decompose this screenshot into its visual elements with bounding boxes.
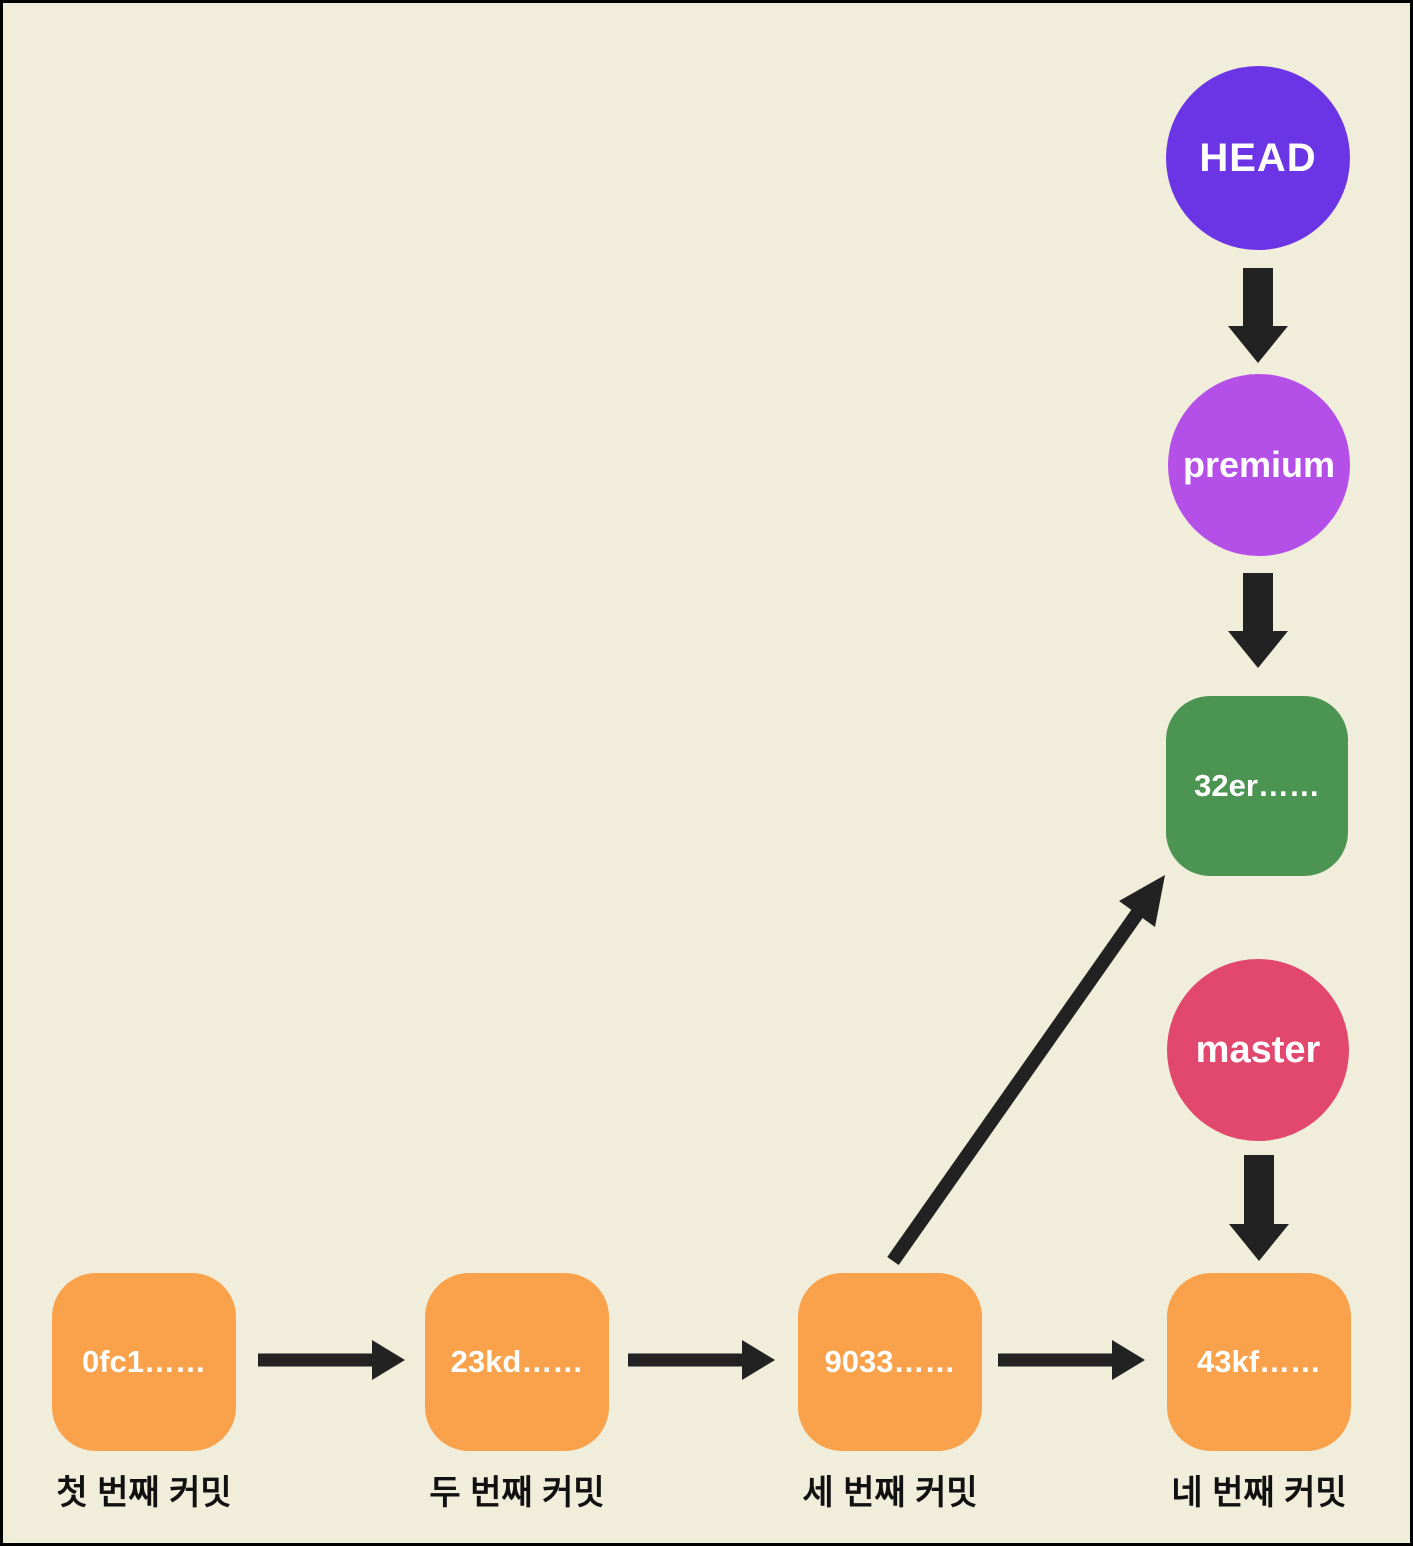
arrow-head-to-premium [1228, 268, 1288, 363]
premium-branch-label: premium [1182, 444, 1336, 485]
master-branch-node: master [1167, 959, 1349, 1141]
head-ref-node: HEAD [1166, 66, 1350, 250]
commit-id-1: 0fc1…… [81, 1344, 207, 1379]
commit-id-3: 9033…… [824, 1344, 956, 1379]
branch-commit-node: 32er…… [1166, 696, 1348, 876]
arrow-premium-to-branch-commit [1228, 573, 1288, 668]
commit-id-4: 43kf…… [1196, 1344, 1322, 1379]
master-branch-label: master [1195, 1028, 1321, 1071]
arrow-commit3-to-commit4 [998, 1340, 1145, 1380]
arrow-commit3-to-branch-commit [887, 906, 1145, 1266]
commit-node-3: 9033…… [798, 1273, 982, 1451]
commit-node-1: 0fc1…… [52, 1273, 236, 1451]
commit-node-2: 23kd…… [425, 1273, 609, 1451]
arrow-master-to-commit4 [1229, 1155, 1289, 1261]
commit-node-4: 43kf…… [1167, 1273, 1351, 1451]
commit-caption-4: 네 번째 커밋 [1171, 1474, 1347, 1512]
commit-caption-2: 두 번째 커밋 [429, 1474, 605, 1512]
commit-id-2: 23kd…… [450, 1344, 584, 1379]
arrow-commit2-to-commit3 [628, 1340, 775, 1380]
arrow-commit3-to-branch-commit-head [1119, 875, 1165, 927]
premium-branch-node: premium [1168, 374, 1350, 556]
commit-caption-3: 세 번째 커밋 [802, 1474, 978, 1512]
arrow-commit1-to-commit2 [258, 1340, 405, 1380]
commit-caption-1: 첫 번째 커밋 [56, 1474, 232, 1512]
head-ref-label: HEAD [1199, 135, 1317, 180]
branch-commit-id: 32er…… [1194, 768, 1320, 803]
